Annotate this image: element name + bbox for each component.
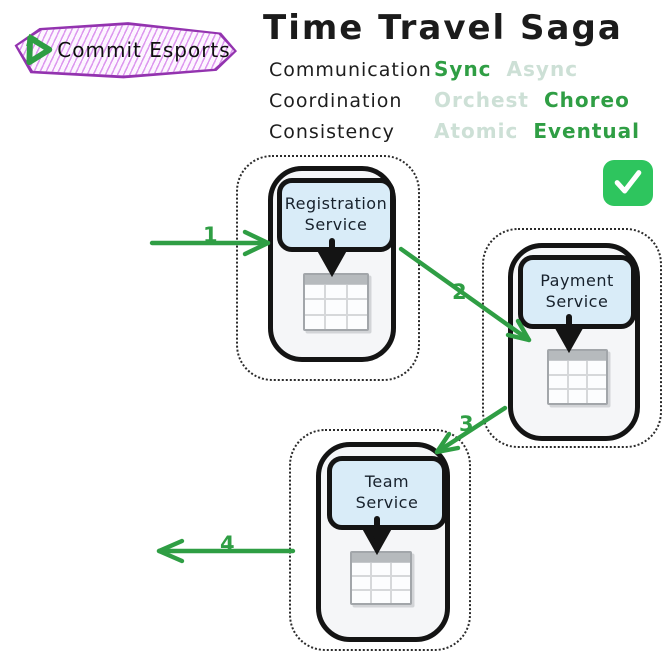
attr-label: Consistency [269, 121, 395, 143]
page-title: Time Travel Saga [263, 8, 623, 48]
play-arrow-icon [16, 28, 56, 72]
attr-option-eventual: Eventual [533, 119, 640, 143]
team-service-label: Team Service [327, 456, 447, 530]
attr-label: Communication [269, 59, 432, 81]
flow-step-4: 4 [220, 532, 236, 556]
database-table-icon [547, 349, 608, 405]
attr-option-atomic: Atomic [434, 119, 519, 143]
database-table-icon [303, 273, 369, 331]
registration-service-label: Registration Service [277, 178, 395, 252]
attr-option-choreo: Choreo [544, 88, 630, 112]
checkmark-icon [607, 161, 649, 205]
payment-service-group: Payment Service [482, 228, 662, 448]
attr-option-sync: Sync [434, 57, 492, 81]
registration-service-group: Registration Service [236, 155, 420, 381]
success-check-badge [603, 160, 653, 206]
attr-row-communication: Communication Sync Async [269, 57, 593, 81]
flow-step-1: 1 [203, 223, 219, 247]
flow-step-2: 2 [452, 280, 468, 304]
database-table-icon [350, 551, 412, 605]
attr-row-coordination: Coordination Orchest Choreo [269, 88, 645, 112]
logo-hatch-fill [17, 25, 234, 76]
logo-text: Commit Esports [57, 38, 231, 62]
attr-row-consistency: Consistency Atomic Eventual [269, 119, 655, 143]
attr-label: Coordination [269, 90, 403, 112]
logo-badge: Commit Esports [10, 21, 237, 79]
payment-service-label: Payment Service [518, 255, 636, 329]
attr-option-async: Async [506, 57, 579, 81]
team-service-group: Team Service [289, 429, 471, 651]
flow-step-3: 3 [459, 412, 475, 436]
attr-option-orchest: Orchest [434, 88, 529, 112]
